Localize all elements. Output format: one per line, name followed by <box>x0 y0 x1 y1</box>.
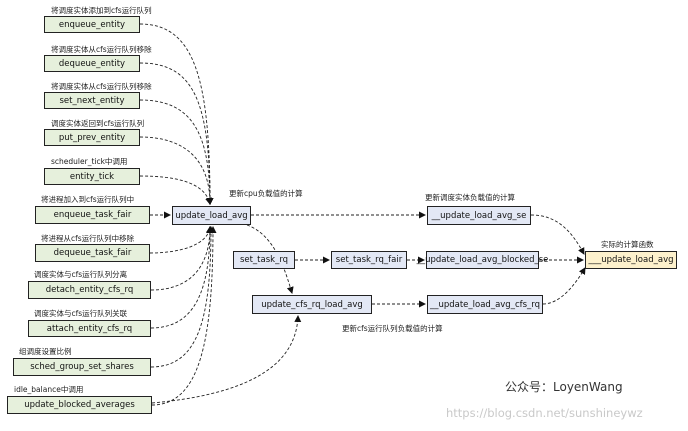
note-load-avg-se: 更新调度实体负载值的计算 <box>425 193 515 202</box>
node-set-task-rq: set_task_rq <box>233 251 295 269</box>
node-set-task-rq-fair: set_task_rq_fair <box>331 251 407 269</box>
edge-blocked-to-cfs-rq <box>151 315 302 404</box>
node-update-cfs-rq-load-avg: update_cfs_rq_load_avg <box>252 295 372 314</box>
edge-cfs-rq-calc-to-final <box>542 267 586 305</box>
node-attach-entity-cfs-rq: attach_entity_cfs_rq <box>28 320 151 337</box>
node-dequeue-task-fair: dequeue_task_fair <box>35 244 150 262</box>
node-update-load-avg-se: __update_load_avg_se <box>427 206 531 225</box>
edge-dequeue-entity <box>139 62 214 205</box>
note-dequeue-task-fair: 将进程从cfs运行队列中移除 <box>41 234 135 243</box>
url-watermark: https://blog.csdn.net/sunshineywz <box>446 406 643 420</box>
edge-enqueue-entity <box>139 23 214 205</box>
note-enqueue-entity: 将调度实体添加到cfs运行队列 <box>51 6 152 15</box>
note-put-prev-entity: 调度实体返回到cfs运行队列 <box>51 119 145 128</box>
note-attach-entity-cfs-rq: 调度实体与cfs运行队列关联 <box>34 309 128 318</box>
edge-update-blocked-averages <box>151 226 217 406</box>
note-update-cfs-rq-load-avg: 更新cfs运行队列负载值的计算 <box>342 324 443 333</box>
edge-detach-entity-cfs-rq <box>150 226 214 291</box>
edge-entity-tick <box>139 175 213 205</box>
edge-put-prev-entity <box>139 136 214 205</box>
edge-set-next-entity <box>139 99 214 205</box>
note-update-blocked-averages: idle_balance中调用 <box>14 385 84 394</box>
note-dequeue-entity: 将调度实体从cfs运行队列移除 <box>51 45 152 54</box>
node-enqueue-entity: enqueue_entity <box>44 16 140 33</box>
edge-dequeue-task-fair <box>149 226 213 254</box>
edge-sched-group-set-shares <box>150 226 215 368</box>
note-detach-entity-cfs-rq: 调度实体与cfs运行队列分离 <box>34 270 128 279</box>
node-update-load-avg: update_load_avg <box>172 206 251 225</box>
note-final-update-load-avg: 实际的计算函数 <box>601 240 654 249</box>
node-update-blocked-averages: update_blocked_averages <box>7 396 152 414</box>
edge-load-avg-to-cfs-rq <box>246 224 294 294</box>
node-update-load-avg-cfs-rq: __update_load_avg_cfs_rq <box>427 295 543 314</box>
wechat-watermark: 公众号：LoyenWang <box>505 380 623 394</box>
node-final-update-load-avg: ___update_load_avg <box>585 251 677 269</box>
edge-se-to-final <box>530 214 585 255</box>
edge-attach-entity-cfs-rq <box>150 226 214 329</box>
node-sched-group-set-shares: sched_group_set_shares <box>13 358 151 376</box>
note-entity-tick: scheduler_tick中调用 <box>51 157 128 166</box>
node-dequeue-entity: dequeue_entity <box>44 55 140 72</box>
note-sched-group-set-shares: 组调度设置比例 <box>19 347 72 356</box>
node-enqueue-task-fair: enqueue_task_fair <box>35 206 150 224</box>
node-entity-tick: entity_tick <box>44 168 140 185</box>
note-set-next-entity: 将调度实体从cfs运行队列移除 <box>51 82 152 91</box>
node-put-prev-entity: put_prev_entity <box>44 129 140 146</box>
node-detach-entity-cfs-rq: detach_entity_cfs_rq <box>28 281 151 299</box>
node-set-next-entity: set_next_entity <box>44 92 140 109</box>
node-update-load-avg-blocked-se: __update_load_avg_blocked_se <box>417 251 548 269</box>
note-update-load-avg: 更新cpu负载值的计算 <box>229 189 303 198</box>
note-enqueue-task-fair: 将进程加入到cfs运行队列中 <box>41 195 135 204</box>
